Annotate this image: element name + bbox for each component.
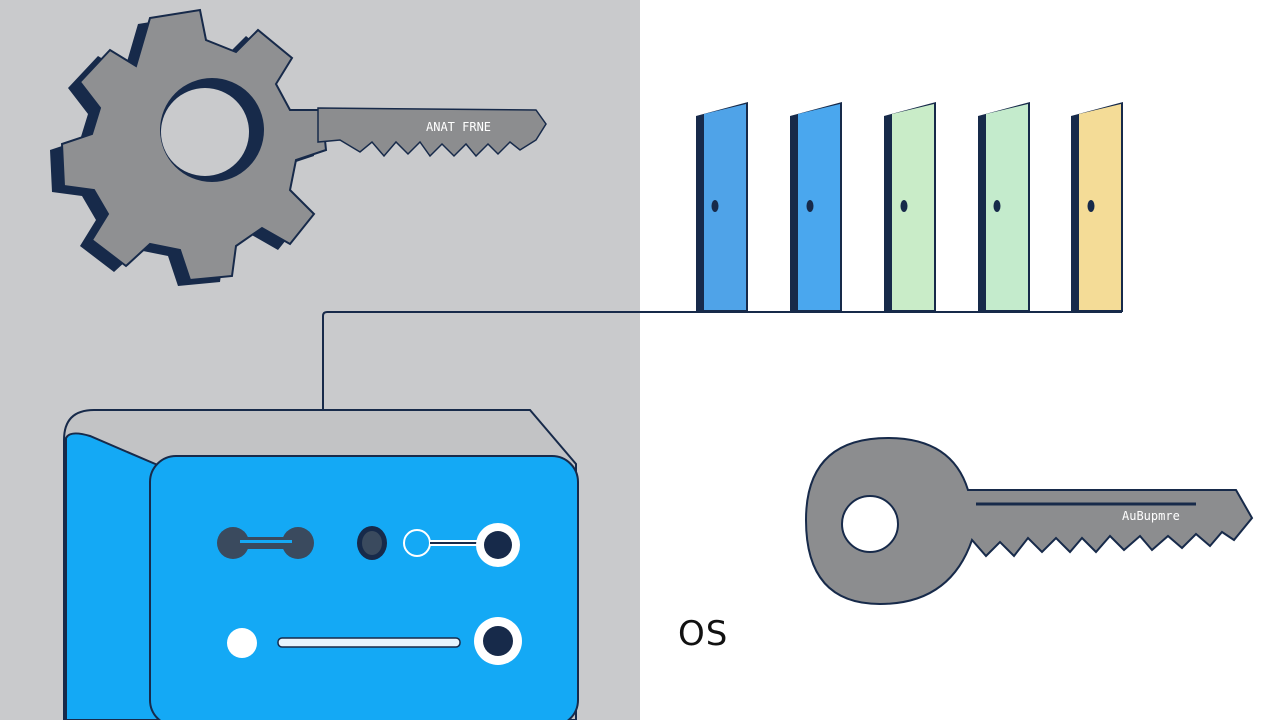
gear-icon: [50, 8, 328, 286]
key-icon: AuBupmre: [804, 436, 1254, 606]
door-icon: [978, 102, 1030, 312]
connector-line: [322, 311, 1122, 410]
toggle-control: [403, 523, 520, 567]
door-icon: [790, 102, 842, 312]
door-icon: [884, 102, 936, 312]
gear-key-label: ANAT FRNE: [426, 120, 491, 134]
dial-control: [474, 617, 522, 665]
slot-bar: [277, 637, 461, 648]
right-key-label: AuBupmre: [1122, 509, 1180, 523]
door-icon: [1071, 102, 1123, 312]
gear-key-icon: ANAT FRNE: [317, 107, 547, 158]
device-icon: [63, 409, 579, 720]
keyhole-icon: [357, 526, 387, 560]
os-label: OS: [678, 614, 729, 654]
door-icon: [696, 102, 748, 312]
slider-control: [217, 527, 314, 559]
door-row: [696, 102, 1123, 312]
indicator-light: [227, 628, 257, 658]
